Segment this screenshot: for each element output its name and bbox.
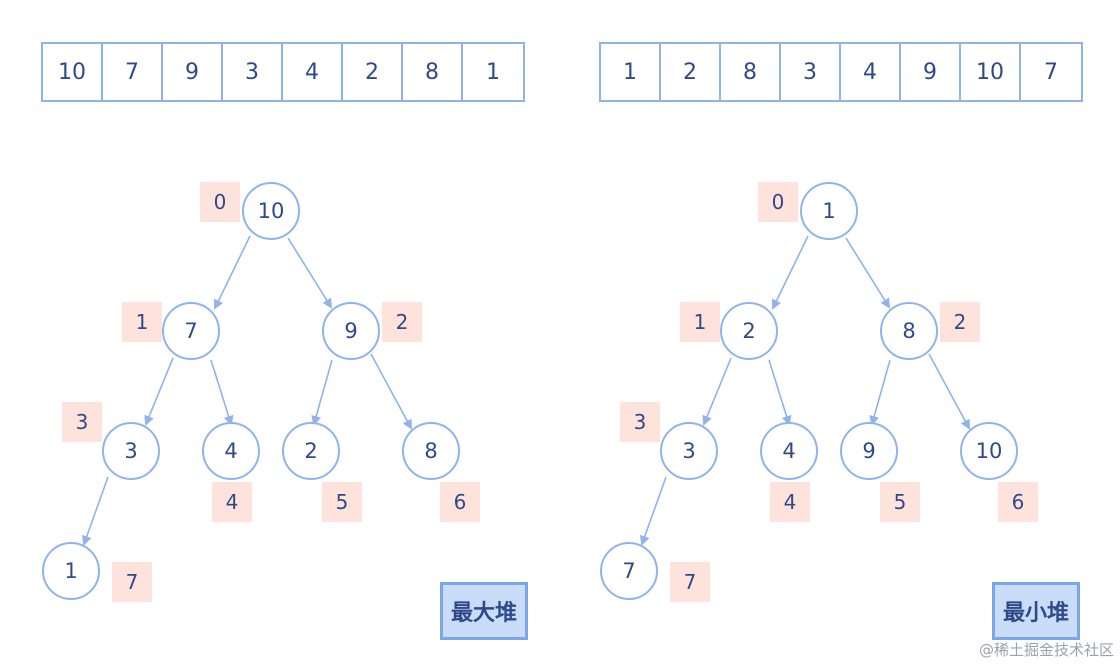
- array-cell: 2: [343, 44, 403, 100]
- min-heap-label: 最小堆: [992, 582, 1080, 640]
- index-badge: 0: [200, 182, 240, 222]
- edge: [210, 359, 234, 426]
- index-badge: 5: [880, 482, 920, 522]
- tree-node: 3: [660, 422, 718, 480]
- index-badge: 7: [112, 562, 152, 602]
- index-badge: 6: [440, 482, 480, 522]
- tree-node: 1: [42, 542, 100, 600]
- index-badge: 4: [212, 482, 252, 522]
- edge: [81, 476, 109, 546]
- edge: [370, 353, 412, 430]
- array-cell: 9: [901, 44, 961, 100]
- index-badge: 1: [680, 302, 720, 342]
- tree-node: 8: [402, 422, 460, 480]
- tree-node: 7: [162, 302, 220, 360]
- watermark: @稀土掘金技术社区: [978, 641, 1114, 659]
- index-badge: 5: [322, 482, 362, 522]
- array-cell: 8: [721, 44, 781, 100]
- array-cell: 7: [1044, 59, 1058, 85]
- array-cell: 1: [486, 59, 500, 85]
- edge: [772, 235, 809, 310]
- tree-node: 4: [760, 422, 818, 480]
- min-heap-array: 1 2 8 3 4 9 10 7: [599, 42, 1083, 102]
- edge: [311, 359, 333, 426]
- array-cell: 2: [661, 44, 721, 100]
- array-cell: 1: [601, 44, 661, 100]
- index-badge: 0: [758, 182, 798, 222]
- max-heap-array: 10 7 9 3 4 2 8 1: [41, 42, 525, 102]
- array-cell: 3: [223, 44, 283, 100]
- index-badge: 7: [670, 562, 710, 602]
- array-cell: 4: [283, 44, 343, 100]
- array-cell: 4: [841, 44, 901, 100]
- array-cell: 10: [961, 44, 1021, 100]
- array-cell: 7: [103, 44, 163, 100]
- edge: [928, 353, 970, 430]
- edge: [869, 359, 891, 426]
- tree-node: 9: [322, 302, 380, 360]
- tree-node: 1: [800, 182, 858, 240]
- index-badge: 6: [998, 482, 1038, 522]
- edge: [287, 237, 333, 309]
- tree-node: 10: [242, 182, 300, 240]
- edge: [144, 357, 174, 426]
- index-badge: 1: [122, 302, 162, 342]
- max-heap-label: 最大堆: [440, 582, 528, 640]
- array-cell: 3: [781, 44, 841, 100]
- index-badge: 4: [770, 482, 810, 522]
- array-cell: 8: [403, 44, 463, 100]
- tree-node: 3: [102, 422, 160, 480]
- tree-node: 7: [600, 542, 658, 600]
- tree-node: 2: [720, 302, 778, 360]
- index-badge: 3: [62, 402, 102, 442]
- index-badge: 3: [620, 402, 660, 442]
- array-cell: 9: [163, 44, 223, 100]
- edge: [639, 476, 667, 546]
- tree-node: 4: [202, 422, 260, 480]
- index-badge: 2: [382, 302, 422, 342]
- tree-node: 10: [960, 422, 1018, 480]
- tree-node: 2: [282, 422, 340, 480]
- array-cell: 10: [43, 44, 103, 100]
- index-badge: 2: [940, 302, 980, 342]
- edge: [702, 357, 732, 426]
- tree-node: 8: [880, 302, 938, 360]
- edge: [768, 359, 792, 426]
- edge: [214, 235, 251, 310]
- tree-node: 9: [840, 422, 898, 480]
- edge: [845, 237, 891, 309]
